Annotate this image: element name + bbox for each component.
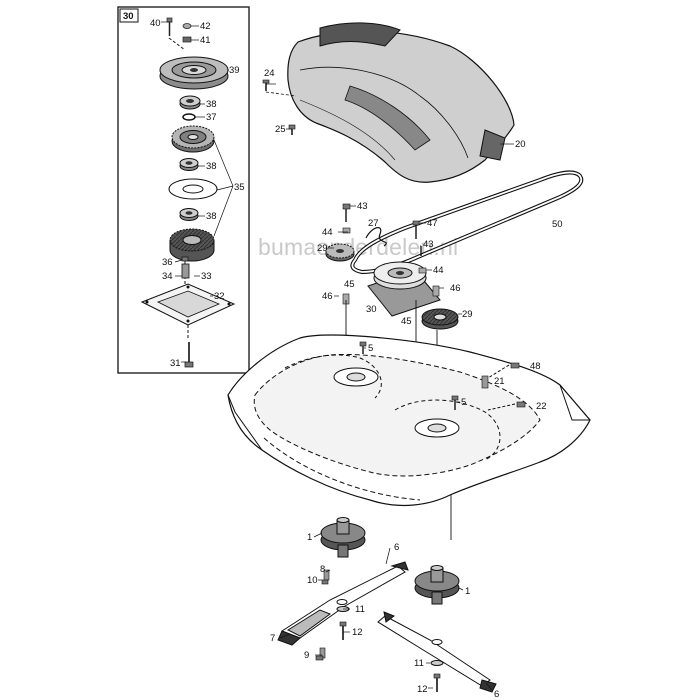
callout-36: 36 — [162, 257, 173, 268]
bearing-38c — [179, 208, 199, 221]
callout-24: 24 — [264, 68, 275, 79]
callout-45: 45 — [401, 316, 412, 327]
callout-41: 41 — [200, 35, 211, 46]
pulley-29-right — [421, 308, 459, 330]
callout-29: 29 — [317, 243, 328, 254]
pin-33 — [181, 263, 190, 279]
pulley-29-left — [325, 243, 355, 262]
callout-10: 10 — [307, 575, 318, 586]
mower-deck — [227, 334, 591, 507]
callout-32: 32 — [214, 291, 225, 302]
callout-38: 38 — [206, 161, 217, 172]
deflector-7 — [286, 609, 332, 637]
callout-46: 46 — [322, 291, 333, 302]
callout-1: 1 — [465, 586, 470, 597]
callout-5: 5 — [368, 343, 373, 354]
gear-35-lower — [169, 228, 215, 262]
callout-39: 39 — [229, 65, 240, 76]
callout-6: 6 — [394, 542, 399, 553]
callout-27: 27 — [368, 218, 379, 229]
callout-9: 9 — [304, 650, 309, 661]
callout-6: 6 — [494, 689, 499, 700]
blade-6-right — [377, 611, 497, 693]
callout-1: 1 — [307, 532, 312, 543]
callout-38: 38 — [206, 99, 217, 110]
screw-25 — [288, 124, 296, 135]
callout-44: 44 — [433, 265, 444, 276]
belt-50 — [350, 170, 584, 275]
pulley-39 — [159, 56, 229, 90]
bolt-31 — [184, 342, 194, 368]
callout-34: 34 — [162, 271, 173, 282]
bearing-38b — [179, 158, 199, 171]
callout-12: 12 — [417, 684, 428, 695]
callout-29: 29 — [462, 309, 473, 320]
callout-25: 25 — [275, 124, 286, 135]
callout-11: 11 — [414, 658, 424, 669]
callout-43: 43 — [357, 201, 368, 212]
bearing-38a — [179, 95, 201, 110]
screw-24 — [262, 79, 270, 91]
plate-35 — [168, 178, 218, 200]
callout-31: 31 — [170, 358, 181, 369]
callout-45: 45 — [344, 279, 355, 290]
callout-12: 12 — [352, 627, 363, 638]
bolt-40 — [166, 17, 173, 36]
bolt-12-left — [339, 621, 347, 640]
callout-37: 37 — [206, 112, 217, 123]
callout-8: 8 — [320, 564, 325, 575]
callout-22: 22 — [536, 401, 547, 412]
bolt-12-right — [433, 673, 441, 692]
cover-20 — [287, 22, 515, 183]
callout-21: 21 — [494, 376, 505, 387]
callout-48: 48 — [530, 361, 541, 372]
spindle-1-right — [414, 565, 460, 605]
callout-46: 46 — [450, 283, 461, 294]
inset-frame — [117, 6, 250, 374]
callout-5: 5 — [461, 397, 466, 408]
gear-35-upper — [171, 125, 215, 153]
plate-32 — [140, 283, 236, 326]
inset-label: 30 — [123, 11, 134, 22]
callout-38: 38 — [206, 211, 217, 222]
callout-30: 30 — [366, 304, 377, 315]
callout-20: 20 — [515, 139, 526, 150]
callout-35: 35 — [234, 182, 245, 193]
ring-37 — [182, 113, 196, 121]
callout-40: 40 — [150, 18, 161, 29]
idler-arm-30 — [367, 261, 441, 317]
callout-50: 50 — [552, 219, 563, 230]
bolt-5-right — [451, 395, 459, 410]
callout-47: 47 — [427, 218, 438, 229]
callout-33: 33 — [201, 271, 212, 282]
bolt-5-left — [359, 341, 367, 354]
spindle-1-left — [320, 517, 366, 558]
callout-7: 7 — [270, 633, 275, 644]
callout-44: 44 — [322, 227, 333, 238]
spring-27 — [365, 227, 387, 247]
callout-43: 43 — [423, 239, 434, 250]
callout-42: 42 — [200, 21, 211, 32]
callout-11: 11 — [355, 604, 365, 615]
